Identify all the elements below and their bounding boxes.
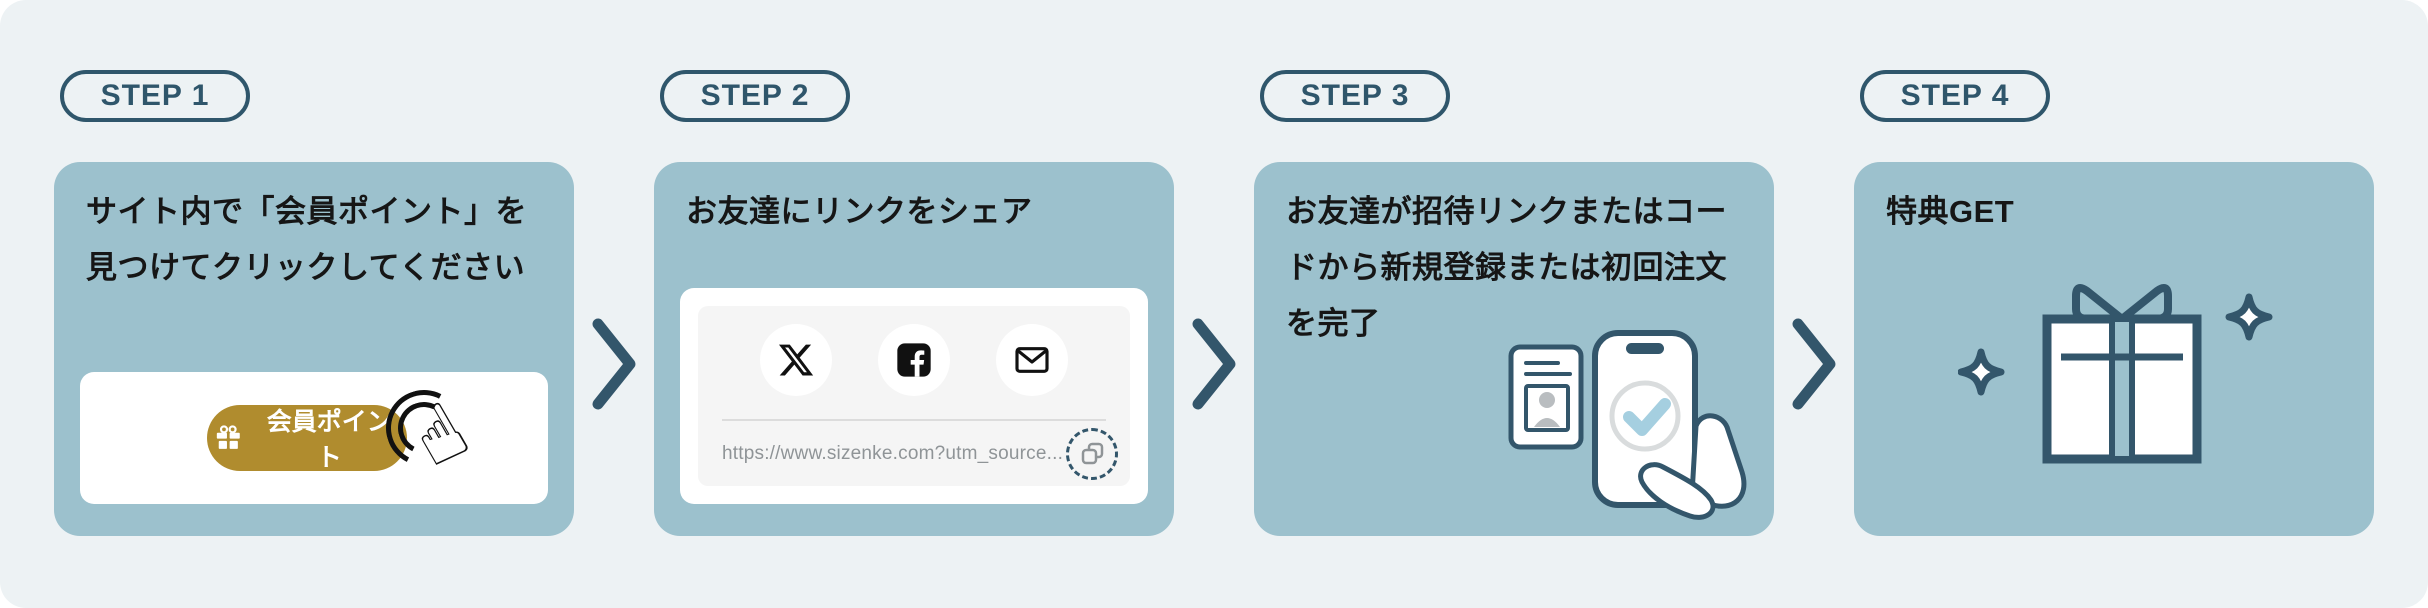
step3-title: お友達が招待リンクまたはコードから新規登録または初回注文を完了 <box>1286 194 1727 341</box>
member-points-button-label: 会員ポイント <box>266 408 392 472</box>
gift-box-icon <box>1957 284 2273 464</box>
gift-icon <box>216 425 240 449</box>
steps-row: STEP 1 サイト内で「会員ポイント」を見つけてクリックしてください 会 <box>54 70 2374 536</box>
arrow-1 <box>574 70 654 410</box>
step2-card: お友達にリンクをシェア <box>654 162 1174 536</box>
step4-card: 特典GET <box>1854 162 2374 536</box>
copy-icon <box>1081 442 1103 465</box>
step1-title: サイト内で「会員ポイント」を見つけてクリックしてください <box>86 194 527 285</box>
member-points-button[interactable]: 会員ポイント <box>207 405 407 472</box>
arrow-3 <box>1774 70 1854 410</box>
share-widget: https://www.sizenke.com?utm_source... <box>680 288 1148 504</box>
step2-badge: STEP 2 <box>660 70 850 122</box>
share-divider <box>722 419 1106 421</box>
step3-card: お友達が招待リンクまたはコードから新規登録または初回注文を完了 <box>1254 162 1774 536</box>
step1-card: サイト内で「会員ポイント」を見つけてクリックしてください 会員ポイント <box>54 162 574 536</box>
step2-column: STEP 2 お友達にリンクをシェア <box>654 70 1174 536</box>
share-url-text: https://www.sizenke.com?utm_source... <box>722 442 1064 464</box>
copy-link-button[interactable] <box>1066 427 1118 480</box>
chevron-right-icon <box>1792 318 1836 410</box>
share-url-row: https://www.sizenke.com?utm_source... <box>698 421 1130 486</box>
share-email-button[interactable] <box>996 324 1068 396</box>
share-panel: https://www.sizenke.com?utm_source... <box>698 306 1130 486</box>
step3-column: STEP 3 お友達が招待リンクまたはコードから新規登録または初回注文を完了 <box>1254 70 1774 536</box>
step1-badge: STEP 1 <box>60 70 250 122</box>
share-x-button[interactable] <box>760 324 832 396</box>
step4-title: 特典GET <box>1886 194 2015 229</box>
step2-title: お友達にリンクをシェア <box>686 194 1033 229</box>
chevron-right-icon <box>592 318 636 410</box>
share-icons-row <box>698 324 1130 396</box>
step4-column: STEP 4 特典GET <box>1854 70 2374 536</box>
step1-site-mockup: 会員ポイント ☝ <box>80 372 548 504</box>
facebook-icon <box>897 343 931 377</box>
chevron-right-icon <box>1192 318 1236 410</box>
share-facebook-button[interactable] <box>878 324 950 396</box>
tap-hand-icon: ☝ <box>397 384 484 487</box>
email-icon <box>1015 347 1049 373</box>
step1-column: STEP 1 サイト内で「会員ポイント」を見つけてクリックしてください 会 <box>54 70 574 536</box>
x-icon <box>778 344 814 376</box>
arrow-2 <box>1174 70 1254 410</box>
step3-badge: STEP 3 <box>1260 70 1450 122</box>
reward-illustration <box>1957 278 2278 475</box>
signup-phone-illustration <box>1508 330 1747 520</box>
step4-badge: STEP 4 <box>1860 70 2050 122</box>
